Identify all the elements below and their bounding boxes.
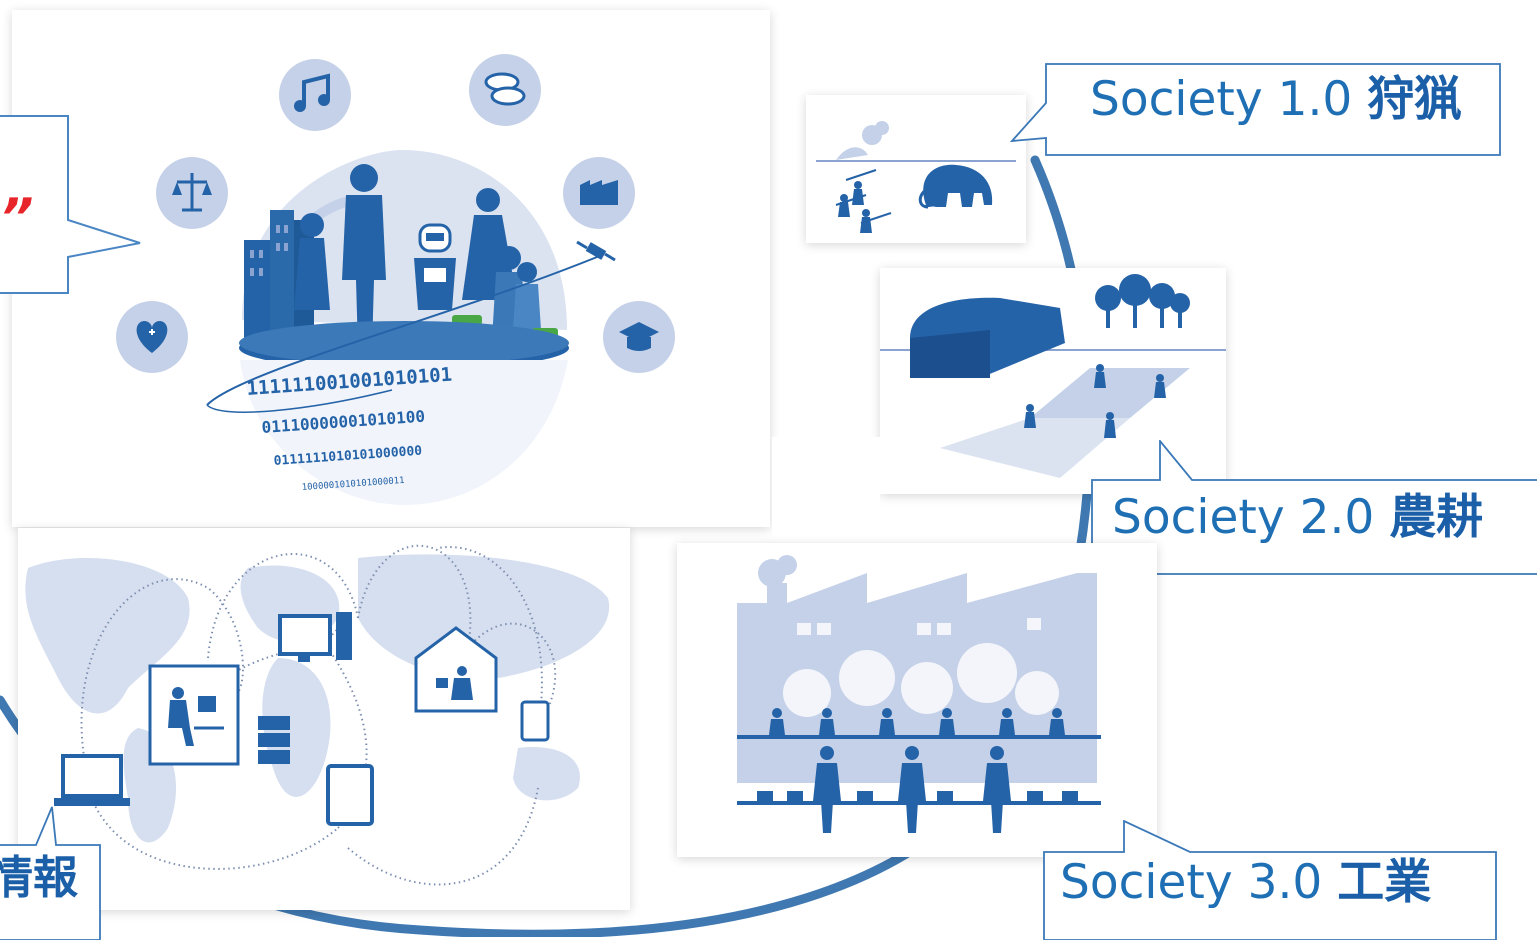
society1-card [806, 95, 1026, 243]
society3-card [677, 543, 1157, 857]
society1-label: Society 1.0 狩猟 [1090, 72, 1461, 128]
tablet-icon [326, 764, 374, 826]
music-icon [279, 59, 351, 131]
society4-label: 情報 [0, 850, 78, 906]
society3-name: Society 3.0 [1060, 855, 1338, 910]
society1-era: 狩猟 [1367, 72, 1462, 127]
society5-card: 111111001001010101 01110000001010100 011… [12, 10, 770, 527]
society5-title-fragment: ” [0, 188, 34, 248]
server-icon [258, 716, 290, 764]
graduation-cap-icon [603, 301, 675, 373]
society4-era: 情報 [0, 851, 79, 904]
society2-era: 農耕 [1389, 490, 1484, 545]
heart-icon [116, 301, 188, 373]
mammoth-icon [918, 164, 993, 209]
coins-icon [469, 54, 541, 126]
satellite-icon [576, 240, 616, 262]
robot-figure [414, 223, 456, 310]
smartphone-icon [520, 700, 550, 742]
society2-card [880, 268, 1226, 494]
society1-callout-box [1010, 63, 1501, 156]
society2-name: Society 2.0 [1112, 490, 1390, 545]
home-worker-icon [414, 626, 498, 713]
society2-callout-box [1091, 440, 1537, 575]
society4-card [18, 528, 630, 910]
society2-label: Society 2.0 農耕 [1112, 490, 1483, 546]
society3-era: 工業 [1337, 855, 1432, 910]
society1-name: Society 1.0 [1090, 72, 1368, 127]
society4-callout-box [0, 806, 101, 940]
society3-label: Society 3.0 工業 [1060, 855, 1431, 911]
factory-icon [563, 157, 635, 229]
society3-callout-box [1043, 820, 1497, 940]
card-gap-patch [772, 437, 880, 537]
desktop-computer-icon [278, 612, 352, 662]
scales-icon [156, 157, 228, 229]
society5-callout [0, 115, 141, 294]
office-worker-icon [148, 664, 240, 766]
laptop-icon [54, 754, 130, 806]
